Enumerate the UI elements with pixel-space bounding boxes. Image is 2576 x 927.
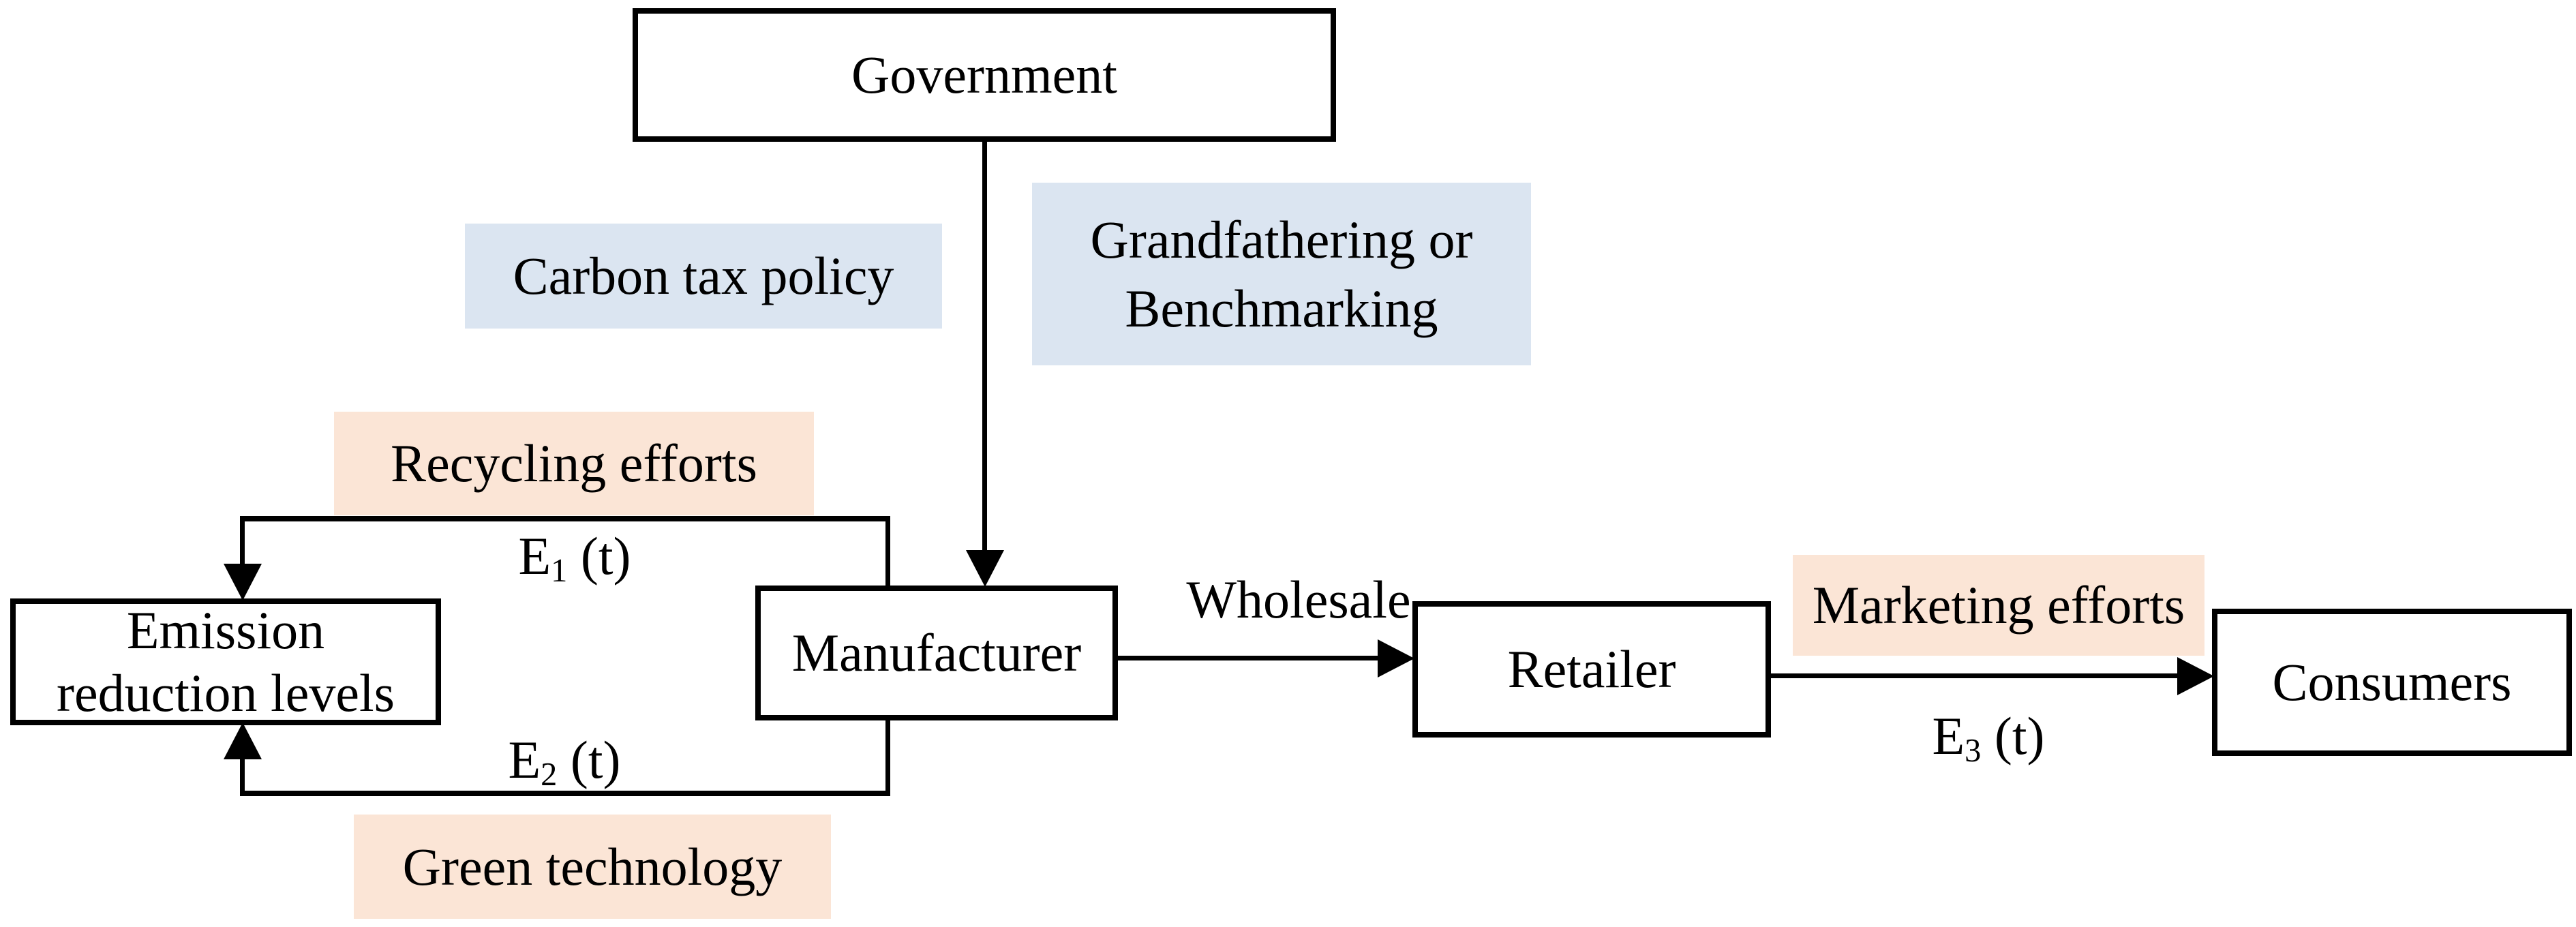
arrow-retailer-to-consumers-line [1771,673,2179,678]
annotation-marketing-efforts: Marketing efforts [1793,555,2204,656]
edge-label-e3: E3 (t) [1932,706,2045,769]
edge-label-wholesale: Wholesale [1186,570,1411,629]
annotation-green-technology-label: Green technology [402,836,783,896]
annotation-marketing-efforts-label: Marketing efforts [1812,575,2185,635]
arrow-manufacturer-to-retailer-line [1117,656,1380,660]
node-manufacturer-label: Manufacturer [791,622,1082,682]
annotation-green-technology: Green technology [354,815,831,919]
e1-loop-horizontal-segment [240,516,890,521]
edge-label-e2: E2 (t) [508,730,621,793]
node-manufacturer: Manufacturer [755,586,1118,720]
e2-loop-arrowhead [224,723,262,759]
annotation-recycling-efforts-label: Recycling efforts [391,434,757,493]
e1-loop-left-segment [240,516,245,566]
e1-loop-right-segment [885,516,890,587]
arrow-government-to-manufacturer-line [982,140,987,553]
arrow-government-to-manufacturer-head [966,550,1004,587]
annotation-grandfathering-label: Grandfathering or Benchmarking [1090,209,1473,338]
node-consumers-label: Consumers [2272,652,2512,712]
annotation-recycling-efforts: Recycling efforts [334,412,814,515]
e1-loop-arrowhead [224,564,262,601]
node-emission-label: Emission reduction levels [57,600,395,723]
annotation-carbon-tax-policy: Carbon tax policy [465,224,942,329]
node-consumers: Consumers [2212,609,2572,756]
node-retailer: Retailer [1412,601,1771,738]
e2-loop-left-segment [240,757,245,795]
node-government-label: Government [851,44,1117,104]
arrow-manufacturer-to-retailer-head [1378,639,1414,678]
e2-loop-horizontal-segment [240,791,890,796]
node-retailer-label: Retailer [1507,639,1676,699]
e2-loop-right-segment [885,720,890,795]
node-government: Government [633,8,1336,142]
annotation-grandfathering-or-benchmarking: Grandfathering or Benchmarking [1032,183,1531,365]
node-emission-reduction-levels: Emission reduction levels [10,598,441,725]
annotation-carbon-tax-policy-label: Carbon tax policy [513,246,894,306]
arrow-retailer-to-consumers-head [2177,657,2214,695]
edge-label-e1: E1 (t) [518,526,631,589]
